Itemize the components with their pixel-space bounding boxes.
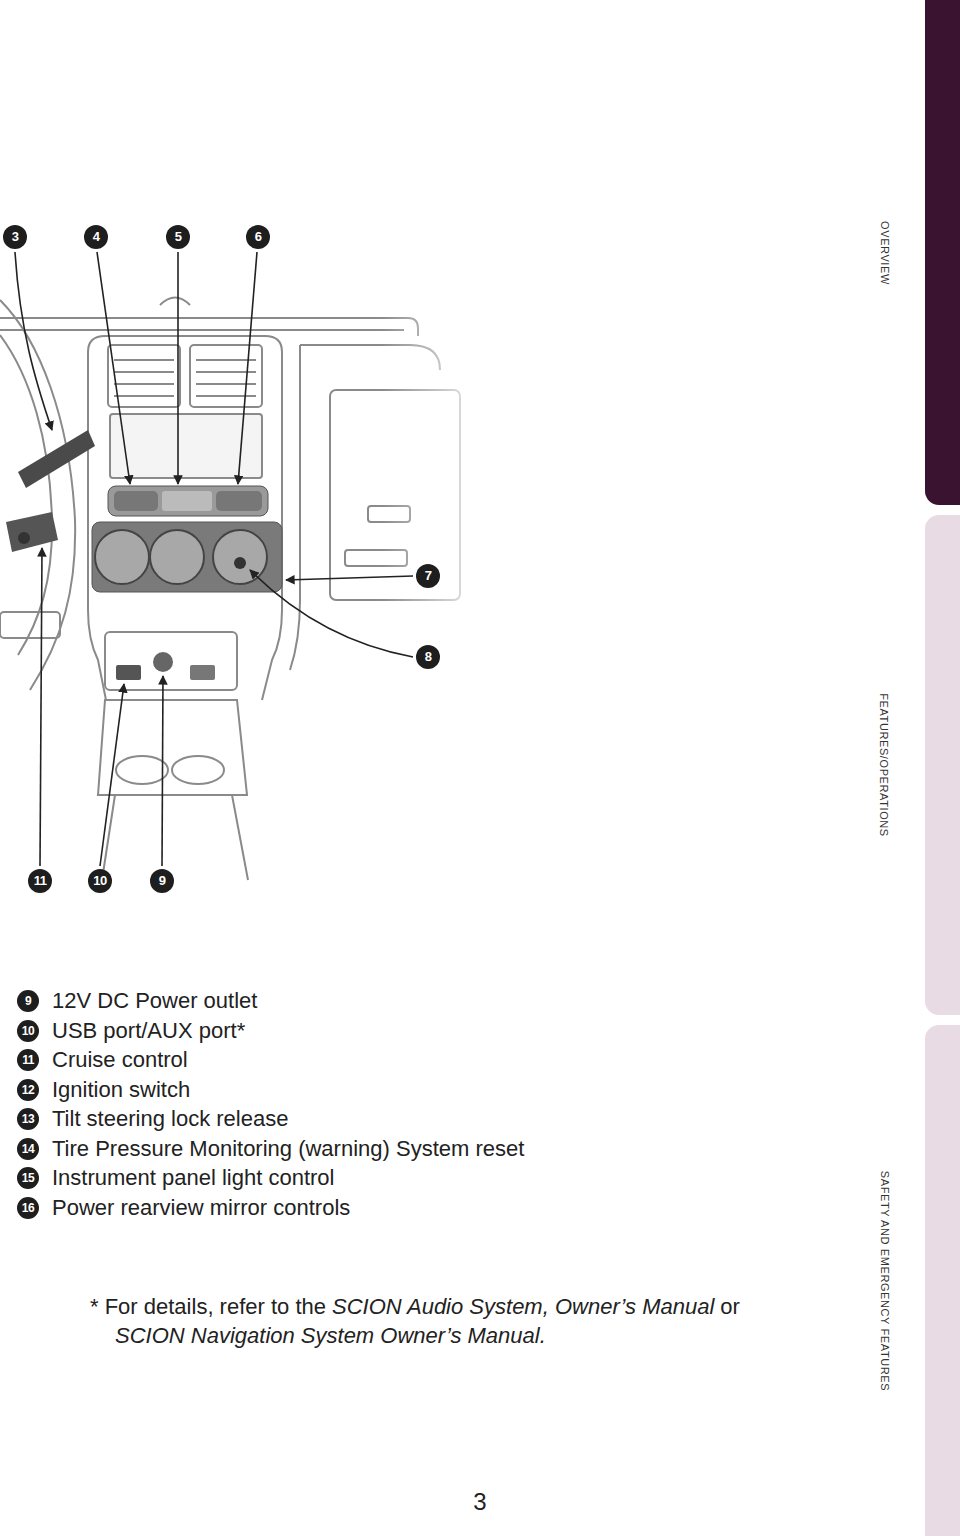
list-item-text: Ignition switch — [52, 1077, 190, 1103]
list-item-text: USB port/AUX port* — [52, 1018, 245, 1044]
tab-label: SAFETY AND EMERGENCY FEATURES — [877, 1025, 891, 1536]
list-number: 10 — [17, 1020, 39, 1042]
list-number: 12 — [17, 1079, 39, 1101]
footnote-text: * For details, refer to the — [90, 1294, 326, 1320]
list-number: 16 — [17, 1197, 39, 1219]
footnote-text: or — [720, 1294, 740, 1320]
list-item-text: Tilt steering lock release — [52, 1106, 288, 1132]
page-number: 3 — [473, 1488, 486, 1516]
section-tab: OVERVIEW — [868, 0, 960, 505]
list-number: 9 — [17, 990, 39, 1012]
footnote-text: . — [540, 1323, 546, 1349]
tab-shape — [925, 0, 960, 505]
callout-number: 8 — [416, 645, 440, 669]
list-number: 13 — [17, 1108, 39, 1130]
callout-number: 6 — [246, 225, 270, 249]
leader-lines — [15, 252, 413, 866]
callout-number: 3 — [3, 225, 27, 249]
callout-number: 4 — [84, 225, 108, 249]
tab-shape — [925, 1025, 960, 1536]
callout-number: 11 — [28, 869, 52, 893]
tab-shape — [925, 515, 960, 1015]
list-item-text: Power rearview mirror controls — [52, 1195, 350, 1221]
list-number: 11 — [17, 1049, 39, 1071]
section-tab: FEATURES/OPERATIONS — [868, 515, 960, 1015]
callout-number: 7 — [416, 564, 440, 588]
callout-number: 5 — [166, 225, 190, 249]
list-item-text: Cruise control — [52, 1047, 188, 1073]
list-number: 15 — [17, 1167, 39, 1189]
footnote-text: SCION Navigation System Owner’s Manual — [115, 1323, 540, 1349]
callout-number: 9 — [150, 869, 174, 893]
callout-number: 10 — [88, 869, 112, 893]
list-number: 14 — [17, 1138, 39, 1160]
section-tab: SAFETY AND EMERGENCY FEATURES — [868, 1025, 960, 1536]
tab-label: FEATURES/OPERATIONS — [877, 515, 891, 1015]
tab-label: OVERVIEW — [877, 0, 891, 505]
list-item-text: Instrument panel light control — [52, 1165, 335, 1191]
footnote-text: SCION Audio System, Owner’s Manual — [332, 1294, 714, 1320]
list-item-text: 12V DC Power outlet — [52, 988, 257, 1014]
list-item-text: Tire Pressure Monitoring (warning) Syste… — [52, 1136, 524, 1162]
